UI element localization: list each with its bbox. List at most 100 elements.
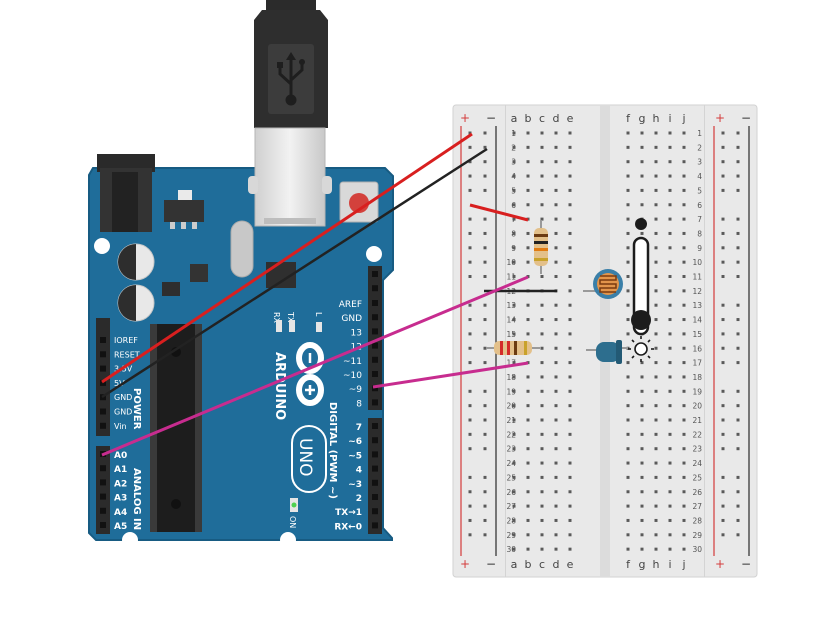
breadboard-hole[interactable]: [512, 217, 516, 221]
breadboard-hole[interactable]: [554, 533, 558, 537]
breadboard-hole[interactable]: [568, 404, 572, 408]
rail-hole[interactable]: [736, 418, 740, 422]
breadboard-hole[interactable]: [526, 447, 530, 451]
breadboard-hole[interactable]: [526, 389, 530, 393]
breadboard-hole[interactable]: [526, 490, 530, 494]
rail-hole[interactable]: [468, 389, 472, 393]
rail-hole[interactable]: [736, 188, 740, 192]
breadboard-hole[interactable]: [682, 145, 686, 149]
rail-hole[interactable]: [483, 275, 487, 278]
header-pin[interactable]: [372, 494, 378, 500]
header-pin[interactable]: [372, 328, 378, 335]
breadboard-hole[interactable]: [654, 418, 658, 422]
breadboard-hole[interactable]: [512, 332, 516, 336]
breadboard-hole[interactable]: [640, 231, 644, 235]
rail-hole[interactable]: [483, 145, 487, 149]
rail-hole[interactable]: [736, 504, 740, 508]
breadboard-hole[interactable]: [640, 504, 644, 508]
breadboard-hole[interactable]: [554, 346, 558, 350]
rail-hole[interactable]: [721, 475, 725, 479]
rail-hole[interactable]: [468, 475, 472, 479]
rail-hole[interactable]: [483, 361, 487, 365]
breadboard-hole[interactable]: [668, 217, 672, 221]
breadboard-hole[interactable]: [654, 289, 658, 293]
breadboard-hole[interactable]: [640, 131, 644, 135]
rail-hole[interactable]: [736, 303, 740, 307]
rail-hole[interactable]: [736, 131, 740, 135]
breadboard-hole[interactable]: [568, 275, 572, 278]
breadboard-hole[interactable]: [512, 375, 516, 379]
breadboard-hole[interactable]: [668, 533, 672, 537]
rail-hole[interactable]: [721, 432, 725, 436]
rail-hole[interactable]: [468, 518, 472, 522]
breadboard-hole[interactable]: [540, 504, 544, 508]
breadboard-hole[interactable]: [526, 404, 530, 408]
breadboard-hole[interactable]: [540, 160, 544, 164]
breadboard-hole[interactable]: [568, 131, 572, 135]
header-pin[interactable]: [372, 437, 378, 444]
breadboard-hole[interactable]: [568, 145, 572, 149]
breadboard-hole[interactable]: [540, 461, 544, 465]
breadboard-hole[interactable]: [568, 547, 572, 551]
breadboard-hole[interactable]: [626, 260, 630, 264]
breadboard-hole[interactable]: [640, 461, 644, 465]
rail-hole[interactable]: [736, 174, 740, 178]
breadboard-hole[interactable]: [568, 160, 572, 164]
breadboard-hole[interactable]: [526, 260, 530, 264]
breadboard-hole[interactable]: [568, 447, 572, 451]
breadboard-hole[interactable]: [568, 203, 572, 207]
breadboard-hole[interactable]: [668, 332, 672, 336]
breadboard-hole[interactable]: [626, 490, 630, 494]
breadboard-hole[interactable]: [640, 375, 644, 379]
breadboard-hole[interactable]: [526, 131, 530, 135]
rail-hole[interactable]: [468, 275, 472, 278]
rail-hole[interactable]: [736, 160, 740, 164]
breadboard-hole[interactable]: [540, 275, 544, 278]
breadboard-hole[interactable]: [654, 231, 658, 235]
breadboard-hole[interactable]: [568, 432, 572, 436]
breadboard-hole[interactable]: [554, 475, 558, 479]
breadboard-hole[interactable]: [554, 332, 558, 336]
rail-hole[interactable]: [721, 145, 725, 149]
rail-hole[interactable]: [483, 533, 487, 537]
breadboard-hole[interactable]: [568, 217, 572, 221]
breadboard-hole[interactable]: [682, 188, 686, 192]
breadboard-hole[interactable]: [640, 533, 644, 537]
breadboard-hole[interactable]: [626, 246, 630, 250]
rail-hole[interactable]: [483, 432, 487, 436]
breadboard-hole[interactable]: [512, 203, 516, 207]
breadboard-hole[interactable]: [668, 174, 672, 178]
header-pin[interactable]: [372, 399, 378, 406]
breadboard-hole[interactable]: [526, 203, 530, 207]
breadboard-hole[interactable]: [512, 490, 516, 494]
rail-hole[interactable]: [721, 303, 725, 307]
breadboard-hole[interactable]: [626, 217, 630, 221]
breadboard-hole[interactable]: [668, 131, 672, 135]
breadboard-hole[interactable]: [540, 447, 544, 451]
breadboard-hole[interactable]: [626, 231, 630, 235]
breadboard-hole[interactable]: [668, 145, 672, 149]
rail-hole[interactable]: [468, 418, 472, 422]
breadboard-hole[interactable]: [682, 504, 686, 508]
breadboard-hole[interactable]: [568, 318, 572, 322]
breadboard-hole[interactable]: [512, 361, 516, 365]
breadboard-hole[interactable]: [654, 174, 658, 178]
breadboard-hole[interactable]: [654, 303, 658, 307]
breadboard-hole[interactable]: [654, 475, 658, 479]
breadboard-hole[interactable]: [554, 260, 558, 264]
breadboard-hole[interactable]: [526, 332, 530, 336]
rail-hole[interactable]: [468, 188, 472, 192]
breadboard-hole[interactable]: [626, 188, 630, 192]
breadboard-hole[interactable]: [682, 217, 686, 221]
breadboard-hole[interactable]: [654, 332, 658, 336]
breadboard-hole[interactable]: [526, 418, 530, 422]
header-pin[interactable]: [100, 493, 106, 500]
breadboard-hole[interactable]: [668, 461, 672, 465]
breadboard-hole[interactable]: [682, 375, 686, 379]
breadboard-hole[interactable]: [668, 289, 672, 293]
breadboard-hole[interactable]: [568, 504, 572, 508]
breadboard-hole[interactable]: [526, 318, 530, 322]
rail-hole[interactable]: [468, 432, 472, 436]
breadboard-hole[interactable]: [668, 318, 672, 322]
breadboard-hole[interactable]: [626, 375, 630, 379]
